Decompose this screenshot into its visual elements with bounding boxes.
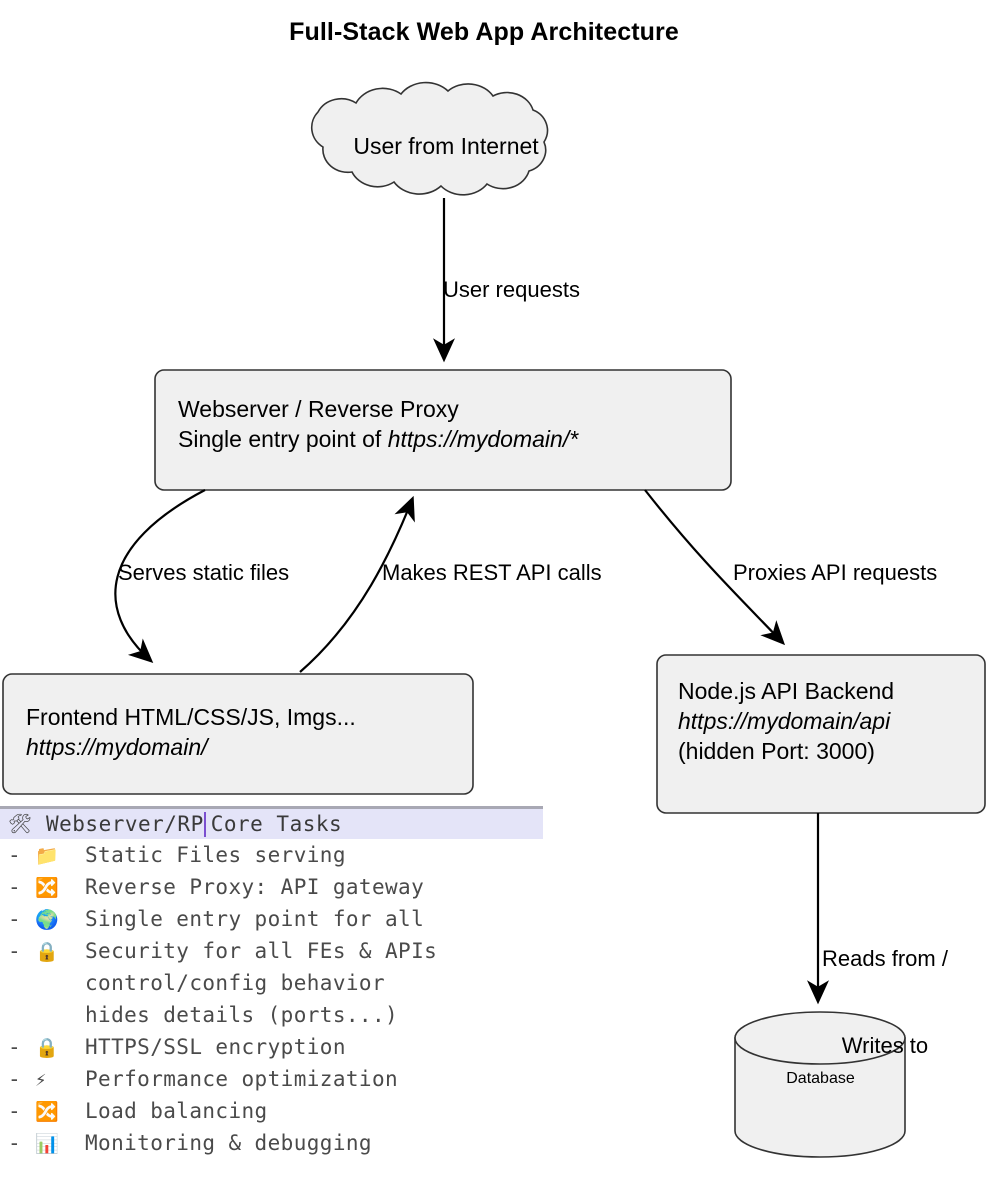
edge-rest-api (299, 495, 415, 673)
node-backend-line1: Node.js API Backend (678, 678, 895, 704)
node-backend-port: (hidden Port: 3000) (678, 738, 875, 764)
task-label: control/config behavior (85, 971, 385, 995)
edge-proxies-api (644, 489, 786, 646)
node-webserver-line2: Single entry point of https://mydomain/* (178, 424, 578, 454)
task-label: Performance optimization (85, 1067, 399, 1091)
task-row: hides details (ports...) (0, 999, 543, 1031)
tasks-panel-header: 🛠 Webserver/RP Core Tasks (0, 806, 543, 839)
tasks-panel-title-before-caret: Webserver/RP (46, 812, 204, 836)
task-label: Security for all FEs & APIs (85, 939, 438, 963)
task-label: Single entry point for all (85, 907, 425, 931)
lightning-icon: ⚡ (35, 1069, 47, 1091)
task-bullet: - (8, 1131, 21, 1155)
node-webserver-line2-prefix: Single entry point of (178, 426, 388, 452)
shuffle-icon: 🔀 (35, 1101, 59, 1123)
node-backend (656, 654, 986, 814)
task-row: -🔀 Reverse Proxy: API gateway (0, 871, 543, 903)
node-frontend-line1: Frontend HTML/CSS/JS, Imgs... (26, 704, 356, 730)
node-cloud-label: User from Internet (353, 133, 539, 159)
node-backend-label: Node.js API Backend https://mydomain/api… (678, 676, 894, 766)
edge-label-user-requests: User requests (443, 277, 580, 302)
tasks-list: -📁Static Files serving-🔀Reverse Proxy: A… (0, 839, 543, 1159)
task-row: -📊 Monitoring & debugging (0, 1127, 543, 1159)
text-cursor-caret (203, 811, 206, 837)
node-frontend-label: Frontend HTML/CSS/JS, Imgs... https://my… (26, 702, 356, 762)
node-database-label: Database (786, 1070, 855, 1087)
task-row: -🔒 Security for all FEs & APIs (0, 935, 543, 967)
task-label: HTTPS/SSL encryption (85, 1035, 346, 1059)
task-label: hides details (ports...) (85, 1003, 399, 1027)
edge-serves-static (114, 489, 206, 663)
task-label: Reverse Proxy: API gateway (85, 875, 425, 899)
node-backend-url: https://mydomain/api (678, 708, 891, 734)
task-row: -📁 Static Files serving (0, 839, 543, 871)
edge-label-proxies-api: Proxies API requests (733, 560, 938, 585)
node-webserver (154, 369, 732, 491)
task-row: -🔀 Load balancing (0, 1095, 543, 1127)
page-title: Full-Stack Web App Architecture (289, 18, 679, 46)
edge-label-rest-api: Makes REST API calls (382, 560, 602, 585)
node-webserver-line1: Webserver / Reverse Proxy (178, 396, 459, 422)
node-frontend-url: https://mydomain/ (26, 734, 208, 760)
task-bullet: - (8, 1035, 21, 1059)
lock-icon: 🔒 (35, 1037, 59, 1059)
node-webserver-url: https://mydomain/* (387, 426, 579, 452)
tasks-panel-title-after-caret: Core Tasks (210, 812, 343, 836)
edge-label-reads-from: Reads from / (822, 946, 948, 971)
edge-label-reads-writes: Reads from / Writes to (822, 886, 948, 1118)
lock-icon: 🔒 (35, 941, 59, 963)
task-row: -⚡ Performance optimization (0, 1063, 543, 1095)
edge-label-writes-to: Writes to (841, 1033, 929, 1058)
task-bullet: - (8, 939, 21, 963)
task-bullet: - (8, 875, 21, 899)
bar-chart-icon: 📊 (35, 1133, 59, 1155)
node-webserver-label: Webserver / Reverse Proxy Single entry p… (178, 394, 578, 454)
hammer-and-wrench-icon: 🛠 (8, 813, 33, 835)
task-label: Load balancing (85, 1099, 268, 1123)
task-label: Static Files serving (85, 843, 346, 867)
task-bullet: - (8, 1099, 21, 1123)
task-bullet: - (8, 1067, 21, 1091)
task-bullet: - (8, 907, 21, 931)
globe-icon: 🌍 (35, 909, 59, 931)
folder-icon: 📁 (35, 845, 59, 867)
node-database (734, 1011, 906, 1158)
node-cloud (310, 81, 549, 196)
node-frontend (2, 673, 474, 795)
shuffle-icon: 🔀 (35, 877, 59, 899)
task-row: control/config behavior (0, 967, 543, 999)
task-row: -🌍 Single entry point for all (0, 903, 543, 935)
webserver-core-tasks-panel: 🛠Webserver/RP Core Tasks -📁Static Files … (0, 806, 543, 1159)
task-bullet: - (8, 843, 21, 867)
task-row: -🔒 HTTPS/SSL encryption (0, 1031, 543, 1063)
task-label: Monitoring & debugging (85, 1131, 372, 1155)
edge-label-serves-static: Serves static files (118, 560, 290, 585)
